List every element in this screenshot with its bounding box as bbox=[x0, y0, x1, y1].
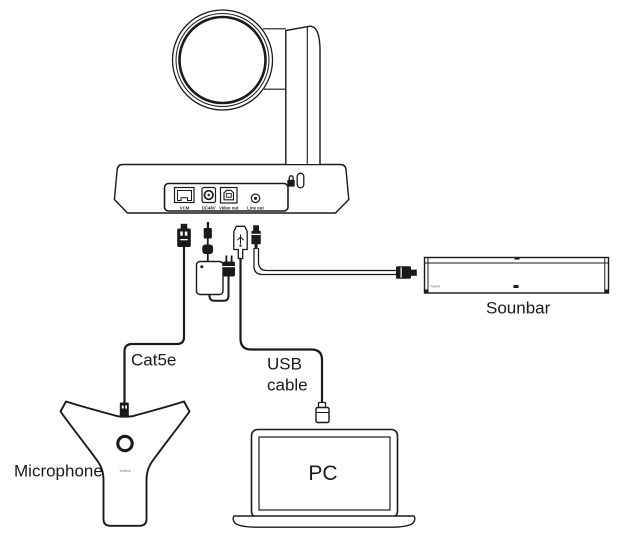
power-assembly bbox=[195, 222, 235, 302]
ac-plug bbox=[222, 255, 235, 277]
dc48v-port bbox=[201, 186, 217, 204]
soundbar: Yealink bbox=[423, 256, 610, 294]
soundbar-center-mark bbox=[513, 285, 519, 288]
mic-rj45-plug bbox=[119, 402, 129, 419]
soundbar-foot-left bbox=[424, 289, 428, 293]
usb-a-plug bbox=[315, 401, 330, 424]
soundbar-top-mark bbox=[514, 257, 520, 260]
ferrite-bead bbox=[202, 244, 214, 254]
laptop-base bbox=[232, 515, 416, 528]
vcm-port bbox=[173, 186, 195, 204]
soundbar-label: Sounbar bbox=[486, 299, 551, 318]
soundbar-plug bbox=[396, 266, 417, 279]
camera-arm bbox=[263, 25, 321, 164]
power-adapter bbox=[195, 260, 224, 296]
mic-mute-button bbox=[116, 434, 134, 453]
pc-laptop: PC bbox=[232, 428, 416, 528]
audio-cable-assembly bbox=[251, 225, 417, 279]
lock-icon bbox=[287, 175, 295, 187]
rj45-connector bbox=[177, 223, 191, 247]
mic-brand: Yealink bbox=[119, 469, 131, 473]
port-label-dc48v: DC48V bbox=[202, 206, 216, 211]
port-panel bbox=[163, 182, 289, 212]
labels: Cat5e USB cable Microphone Sounbar bbox=[14, 299, 551, 481]
audio-cable-outer bbox=[253, 248, 396, 276]
cat5e-label: Cat5e bbox=[131, 351, 176, 370]
usb-b-connector bbox=[233, 225, 248, 260]
port-label-video-out: Video out bbox=[219, 206, 239, 211]
cables bbox=[119, 222, 417, 424]
dc-plug bbox=[203, 222, 212, 239]
port-label-vcm: VCM bbox=[180, 206, 190, 211]
usb-cable-label-line2: cable bbox=[267, 376, 308, 395]
security-slot bbox=[296, 172, 305, 189]
laptop-screen-inner bbox=[258, 436, 391, 511]
line-out-port bbox=[250, 193, 261, 204]
video-out-port bbox=[219, 186, 238, 204]
cat5e-cable-assembly bbox=[119, 223, 191, 419]
audio-plug bbox=[251, 225, 261, 249]
usb-cable bbox=[239, 258, 324, 403]
audio-cable-inner bbox=[257, 248, 396, 272]
usb-cable-label-line1: USB bbox=[267, 355, 302, 374]
camera-lens bbox=[171, 9, 274, 111]
camera-base: VCM DC48V Video out Line out bbox=[113, 163, 350, 214]
cat5e-cable bbox=[123, 246, 186, 404]
soundbar-brand: Yealink bbox=[430, 285, 441, 289]
microphone-body bbox=[59, 400, 191, 527]
power-cable bbox=[208, 276, 230, 302]
pc-label: PC bbox=[308, 462, 337, 485]
port-label-line-out: Line out bbox=[247, 206, 264, 211]
microphone: Yealink bbox=[59, 400, 191, 527]
usb-cable-assembly bbox=[233, 225, 330, 424]
soundbar-foot-right bbox=[605, 289, 608, 293]
microphone-label: Microphone bbox=[14, 462, 103, 481]
camera: VCM DC48V Video out Line out bbox=[113, 9, 350, 214]
